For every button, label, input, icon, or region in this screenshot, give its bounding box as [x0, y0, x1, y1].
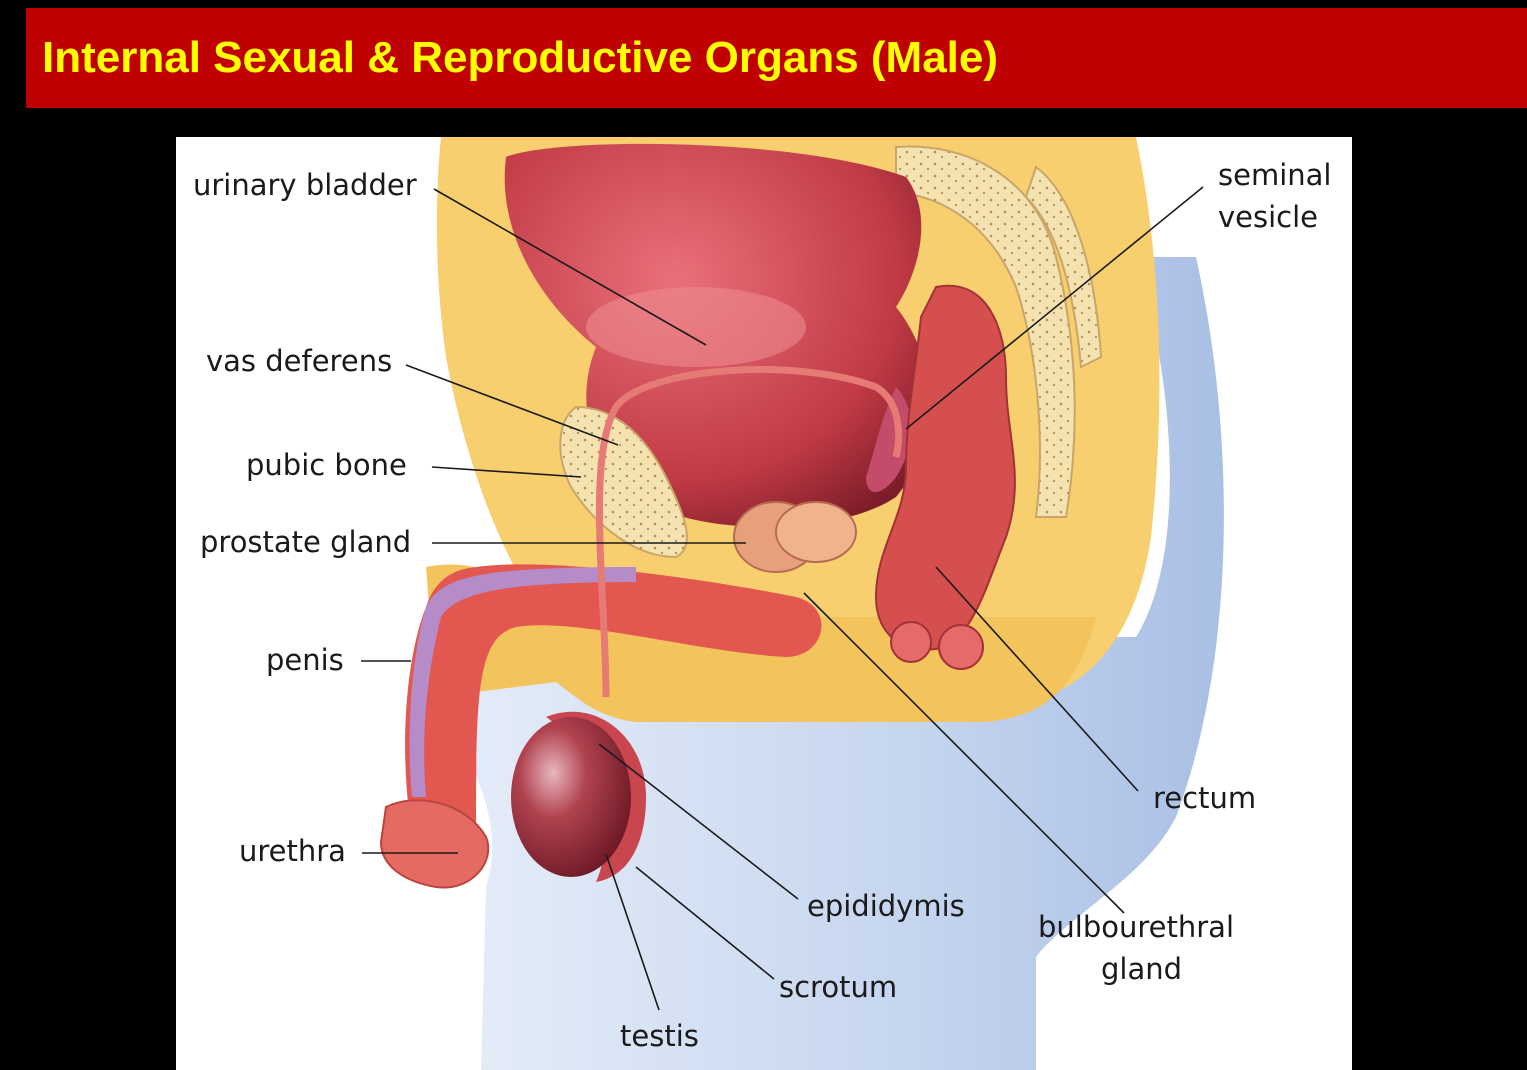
label-urethra: urethra [239, 834, 346, 868]
penis-shaft [405, 564, 822, 871]
label-pubic-bone: pubic bone [246, 448, 407, 482]
label-vesicle: vesicle [1218, 200, 1318, 234]
label-rectum: rectum [1153, 781, 1256, 815]
anal-sphincter-right [938, 624, 984, 670]
anatomy-illustration: urinary bladder vas deferens pubic bone … [193, 137, 1331, 1070]
label-vas-deferens: vas deferens [206, 344, 392, 378]
label-epididymis: epididymis [807, 889, 965, 923]
label-penis: penis [266, 643, 344, 677]
slide-title: Internal Sexual & Reproductive Organs (M… [42, 33, 999, 82]
title-bar: Internal Sexual & Reproductive Organs (M… [26, 8, 1527, 108]
label-prostate-gland: prostate gland [200, 525, 411, 559]
vas-deferens-tube [595, 366, 903, 698]
vertebra-strip [1024, 165, 1103, 369]
label-testis: testis [620, 1019, 699, 1053]
prostate-right [775, 501, 857, 563]
testis [511, 717, 631, 877]
label-scrotum: scrotum [779, 970, 897, 1004]
anatomy-figure: urinary bladder vas deferens pubic bone … [176, 137, 1352, 1070]
pubic-bone [559, 405, 688, 559]
anal-sphincter-left [890, 621, 932, 663]
label-urinary-bladder: urinary bladder [193, 168, 417, 202]
bladder-highlight [586, 287, 806, 367]
leader-lines [361, 186, 1204, 1011]
seminal-vesicle [866, 387, 911, 492]
label-gland: gland [1101, 952, 1182, 986]
label-bulbourethral: bulbourethral [1038, 910, 1234, 944]
glans [379, 799, 490, 889]
label-seminal: seminal [1218, 158, 1331, 192]
